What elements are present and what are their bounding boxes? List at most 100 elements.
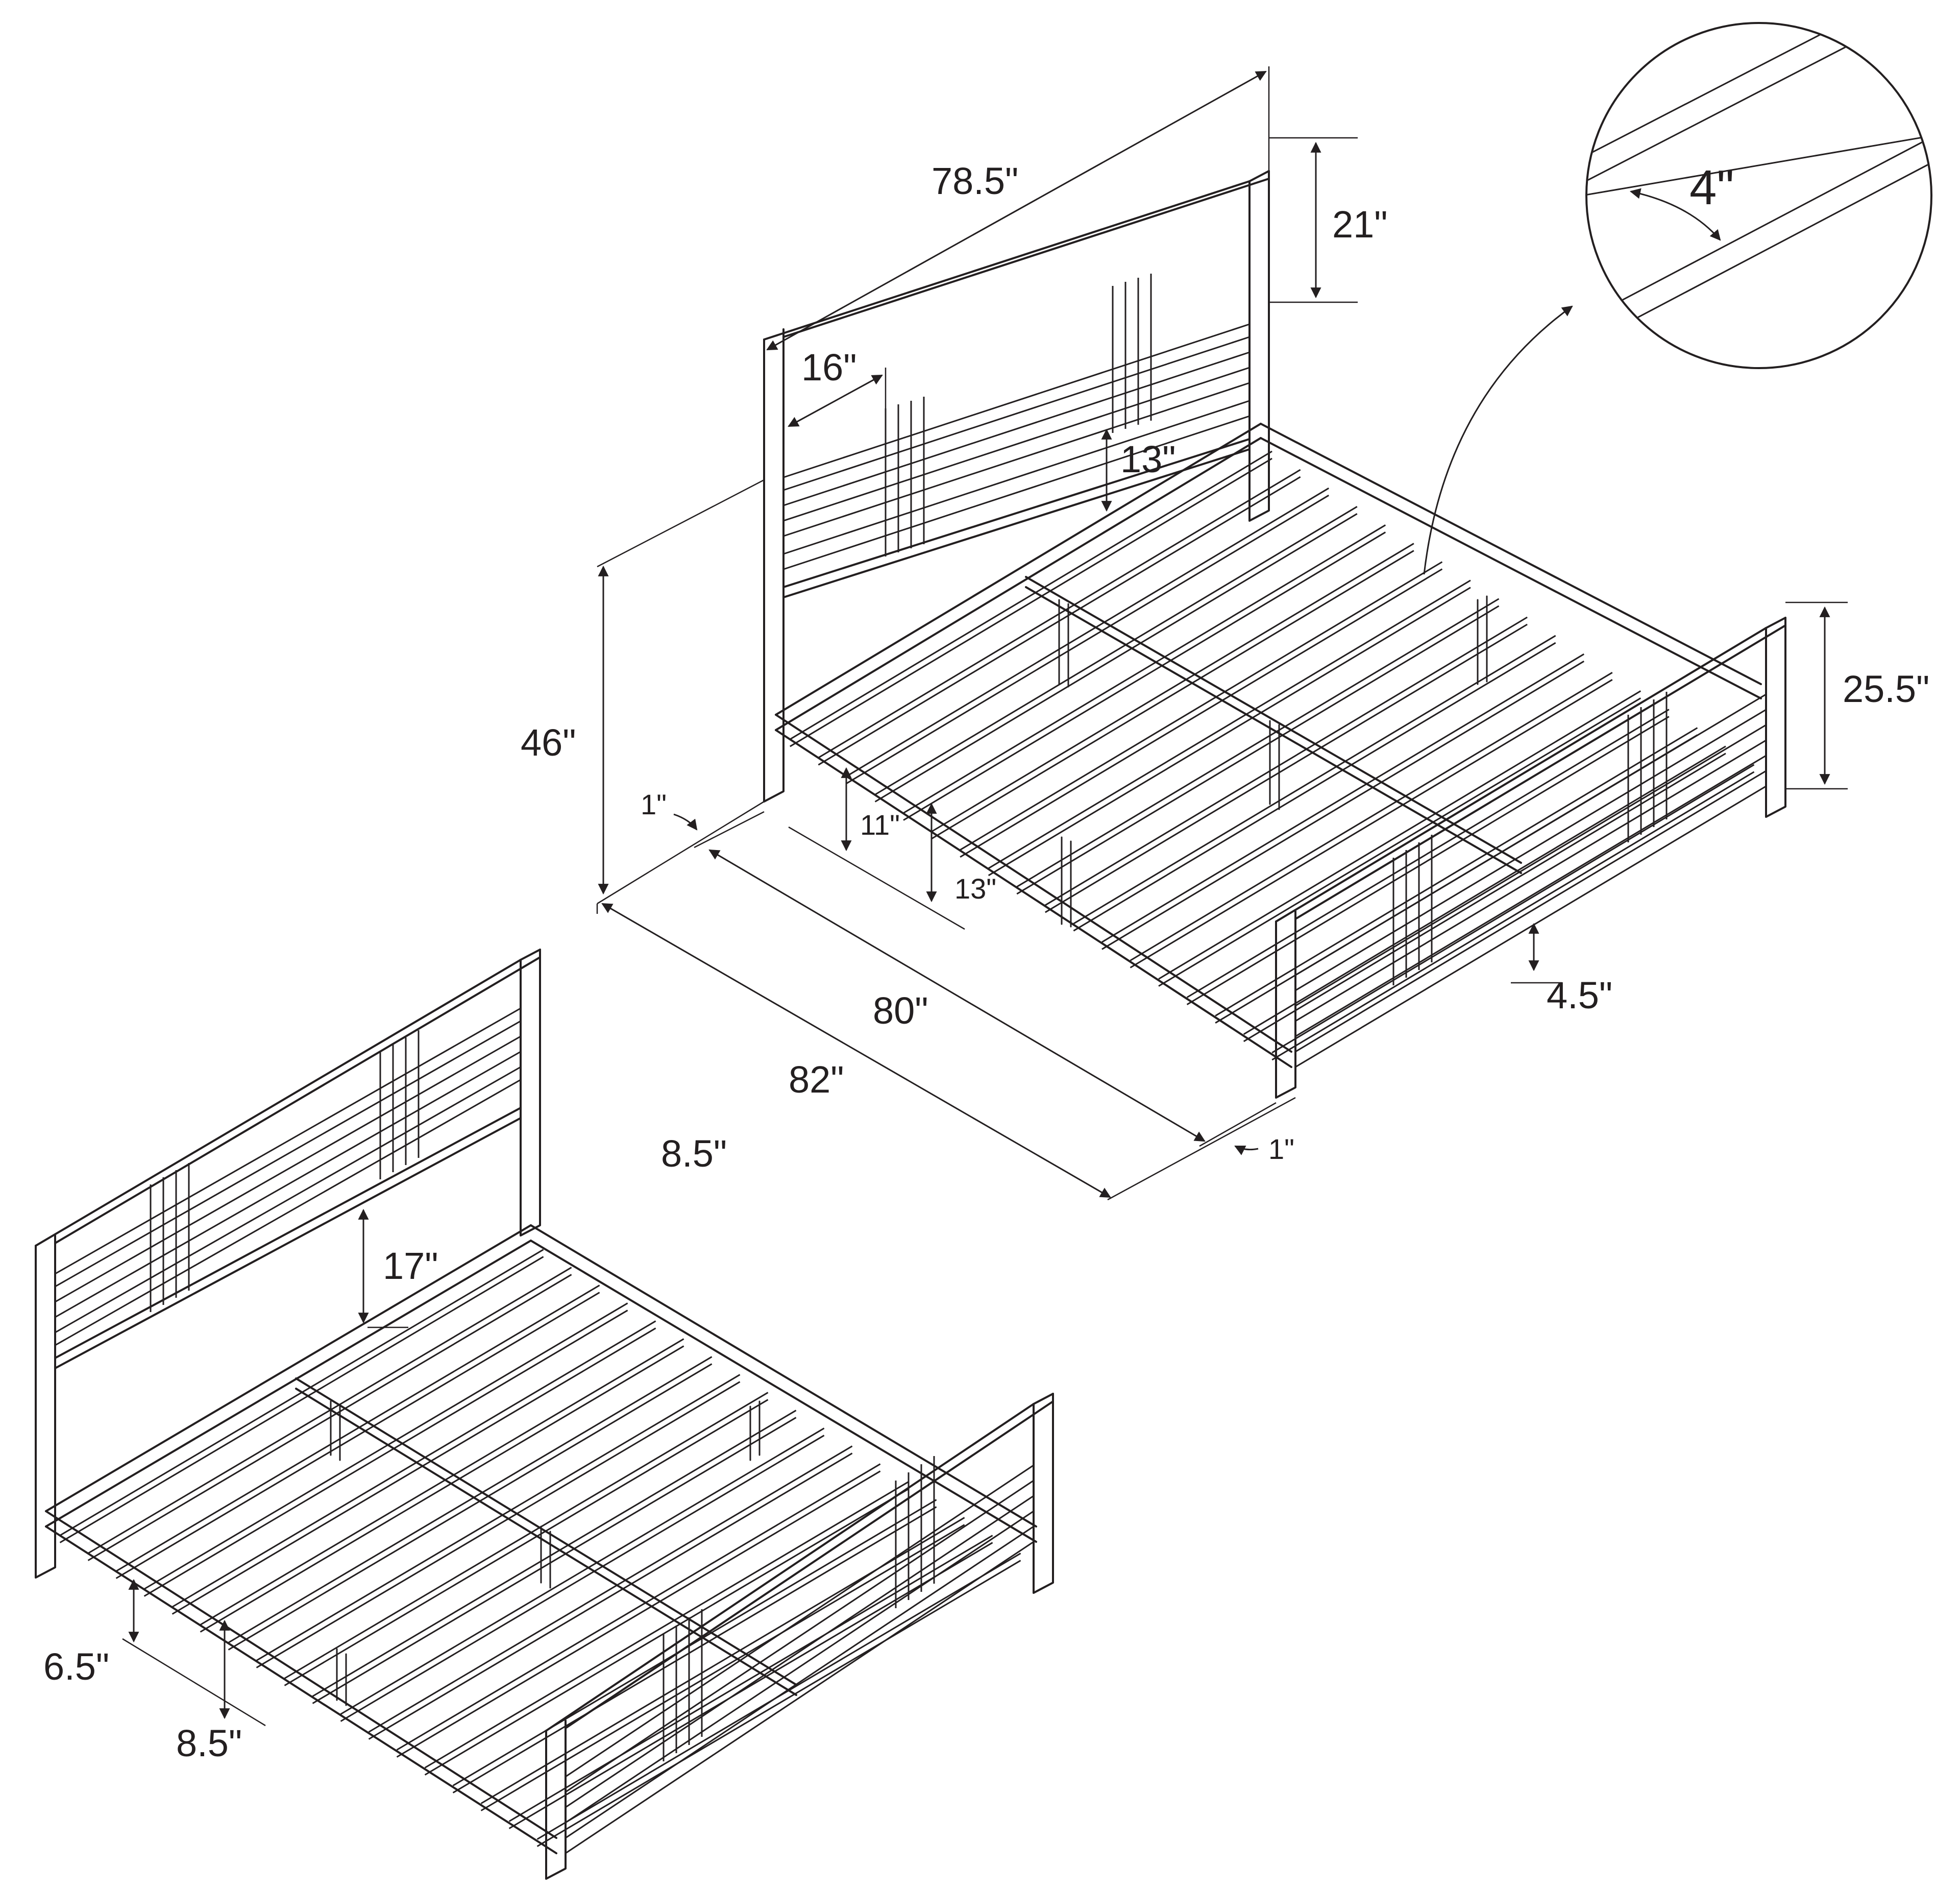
bed-slat: [1101, 660, 1585, 950]
bed-slat: [846, 487, 1330, 777]
bed-slat: [284, 1399, 769, 1686]
top-left-side-rail: [775, 714, 1292, 1068]
dim-inner-length: 80": [873, 989, 928, 1032]
bed-slat: [228, 1363, 713, 1651]
bottom-footboard-vertical-accents: [663, 1456, 935, 1761]
bed-slat: [284, 1392, 769, 1679]
bed-slat: [340, 1427, 825, 1715]
bed-slat: [1130, 679, 1613, 968]
dim-footboard-clearance: 4.5": [1547, 974, 1612, 1016]
bed-slat: [424, 1481, 909, 1768]
top-footboard-right-post: [1765, 617, 1786, 818]
bottom-footboard-left-post: [545, 1719, 567, 1880]
bed-slat: [1073, 635, 1556, 925]
dim-side-gap-left: 1": [641, 788, 667, 820]
bed-slat: [960, 568, 1443, 858]
bottom-headboard-bottom-rail: [54, 1107, 522, 1369]
dim-low-ground-clearance: 8.5": [176, 1722, 242, 1764]
bed-slat: [480, 1524, 965, 1811]
bed-slat: [368, 1445, 853, 1733]
bed-slat: [424, 1488, 909, 1776]
bed-slat: [536, 1560, 1021, 1847]
bottom-footboard-top-rail: [545, 1393, 1054, 1732]
bottom-bed-slats: [59, 1249, 1021, 1847]
bed-slat: [340, 1435, 825, 1722]
bed-slat: [931, 550, 1414, 839]
bed-slat: [790, 457, 1272, 747]
dim-rail-height: 11": [860, 809, 900, 841]
bed-slat: [312, 1417, 797, 1704]
bed-slat: [1271, 771, 1755, 1061]
bed-slat: [1271, 764, 1755, 1054]
bottom-headboard-vertical-accents: [150, 1030, 420, 1312]
label-low-setting: 8.5": [661, 1132, 727, 1175]
bed-slat: [874, 506, 1358, 795]
bed-slat: [508, 1542, 993, 1829]
bed-slat: [1186, 716, 1670, 1005]
bottom-head-cross-rail: [45, 1224, 532, 1528]
bed-slat: [256, 1374, 741, 1661]
bed-slat: [172, 1320, 656, 1608]
bed-slat: [172, 1327, 656, 1615]
bed-slat: [1016, 605, 1500, 895]
bed-slat: [903, 531, 1386, 821]
top-right-side-rail: [1260, 423, 1762, 699]
bed-slat: [452, 1506, 937, 1794]
top-headboard-right-post: [1248, 170, 1270, 522]
bed-slat: [256, 1381, 741, 1668]
bottom-headboard-left-post: [35, 1234, 56, 1579]
dim-low-headboard-clearance: 17": [383, 1245, 438, 1287]
bed-slat: [200, 1338, 684, 1626]
top-dimensions: 78.5" 21" 16" 13" 46" 1" 11" 13" 80": [521, 66, 1929, 1201]
dim-low-rail-clearance: 6.5": [43, 1645, 109, 1688]
top-center-support-rail: [1025, 576, 1522, 874]
bottom-center-support-rail: [295, 1377, 797, 1696]
bed-slat: [87, 1274, 572, 1561]
bed-slat: [1016, 598, 1500, 888]
bottom-footboard-slats: [565, 1464, 1034, 1854]
top-headboard-vertical-accents: [885, 274, 1152, 556]
bed-slat: [200, 1345, 684, 1633]
bottom-headboard-slats: [55, 1007, 521, 1346]
bottom-headboard-top-rail: [35, 949, 541, 1247]
bed-slat: [1045, 616, 1528, 906]
dim-footboard-height: 25.5": [1843, 668, 1929, 710]
top-head-cross-rail: [775, 423, 1262, 731]
dim-headboard-width: 78.5": [932, 160, 1018, 202]
bed-slat: [143, 1310, 628, 1597]
bed-slat: [988, 587, 1471, 877]
top-headboard-left-post: [763, 328, 785, 803]
bottom-center-legs: [330, 1400, 761, 1706]
bed-slat: [368, 1452, 853, 1740]
bottom-dimensions: 17" 6.5" 8.5": [43, 1208, 438, 1764]
dim-overall-length: 82": [789, 1058, 844, 1101]
slat-angle-detail: 4": [1585, 22, 1932, 369]
dim-overall-height: 46": [521, 721, 576, 764]
bed-slat: [1243, 745, 1726, 1035]
bed-slat: [1243, 753, 1726, 1043]
bed-slat: [846, 494, 1330, 784]
dim-headboard-post-spacing: 16": [801, 346, 857, 389]
bed-slat: [59, 1256, 544, 1543]
bed-slat: [1158, 690, 1641, 980]
bed-slat: [396, 1470, 881, 1758]
bed-slat: [874, 513, 1358, 803]
dim-side-gap-right: 1": [1268, 1133, 1294, 1165]
bottom-footboard-right-post: [1033, 1393, 1054, 1594]
bed-slat: [1158, 697, 1641, 987]
bed-slat: [1101, 653, 1585, 943]
bed-slat: [1045, 623, 1528, 913]
top-footboard-left-post: [1275, 910, 1296, 1099]
top-footboard-top-rail: [1275, 617, 1786, 923]
bed-slat: [1130, 672, 1613, 961]
dim-slat-angle: 4": [1689, 160, 1734, 215]
bed-slat: [988, 579, 1471, 869]
bed-slat: [960, 561, 1443, 851]
bed-slat: [312, 1410, 797, 1697]
bed-slat: [1186, 709, 1670, 998]
dim-rail-ground-clearance: 13": [954, 873, 996, 905]
bottom-right-side-rail: [530, 1224, 1037, 1543]
top-footboard-slats: [1295, 693, 1767, 1068]
top-footboard-vertical-accents: [1392, 692, 1668, 985]
